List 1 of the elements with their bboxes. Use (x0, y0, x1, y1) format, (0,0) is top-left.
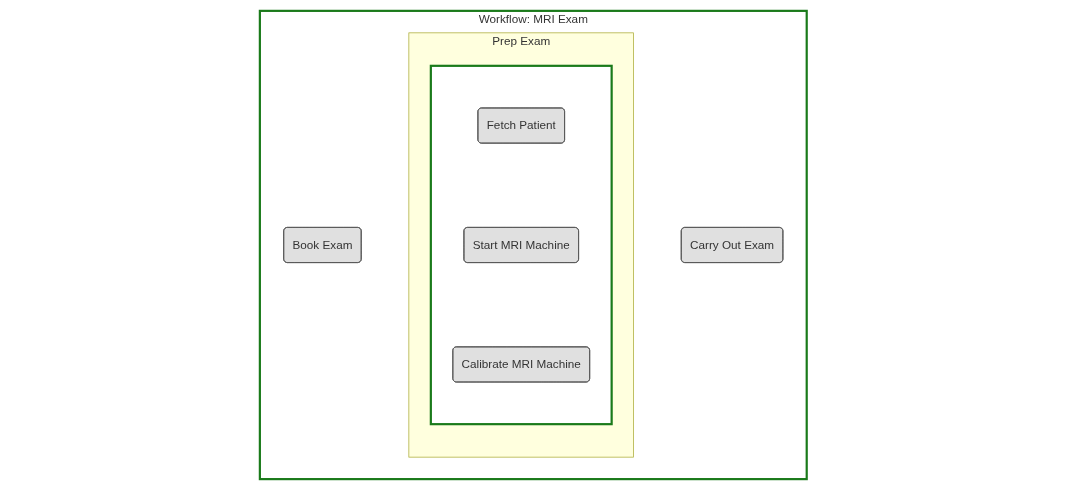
cluster (429, 64, 613, 425)
